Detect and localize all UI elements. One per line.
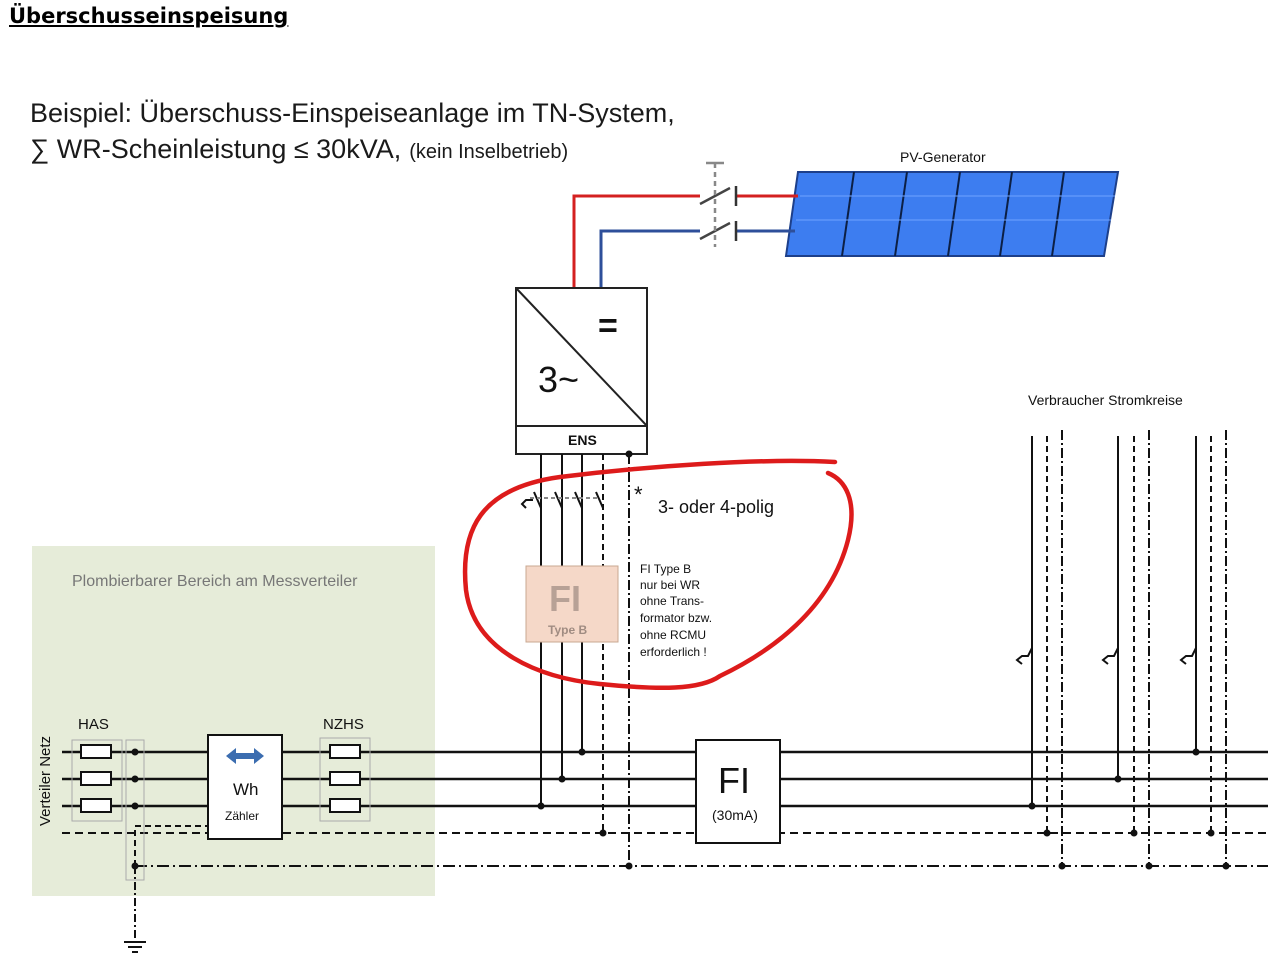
consumer-label: Verbraucher Stromkreise (1028, 392, 1183, 408)
has-label: HAS (78, 716, 109, 733)
inverter (515, 287, 648, 455)
fi-note-line: formator bzw. (640, 611, 712, 625)
fi-note-line: nur bei WR (640, 578, 700, 592)
dc-isolator-switch (699, 161, 738, 247)
inverter-output-conductors (540, 454, 630, 866)
pv-generator (784, 171, 1120, 257)
meter-area-label: Plombierbarer Bereich am Messverteiler (72, 573, 358, 590)
poles-note-star: * (634, 482, 643, 507)
dc-negative-cable (599, 229, 700, 288)
ens-label: ENS (568, 432, 597, 448)
earthing (124, 825, 208, 953)
consumer-connection-dots (1028, 748, 1230, 870)
fi-note: FI Type B nur bei WR ohne Trans- formato… (640, 562, 715, 659)
nzhs-fuses (319, 737, 371, 822)
fi-main-box (695, 739, 781, 844)
consumer-circuits (1015, 430, 1227, 866)
poles-note: 3- oder 4-polig (658, 497, 774, 517)
example-line-2: ∑ WR-Scheinleistung ≤ 30kVA, (kein Inselb… (30, 134, 568, 164)
example-line-1: Beispiel: Überschuss-Einspeiseanlage im … (30, 98, 675, 128)
inverter-dc-symbol: = (598, 307, 618, 345)
inverter-ac-symbol: 3~ (538, 359, 579, 400)
example-line-2-main: ∑ WR-Scheinleistung ≤ 30kVA, (30, 134, 401, 164)
fi-type-b-label: FI (549, 578, 581, 619)
ac-breaker (520, 491, 604, 509)
meter-box (207, 734, 283, 840)
example-line-2-note: (kein Inselbetrieb) (409, 141, 568, 163)
grid-label: Verteiler Netz (37, 736, 54, 826)
meter-unit: Wh (233, 780, 259, 799)
fi-note-line: ohne RCMU (640, 628, 706, 642)
has-fuses (71, 739, 145, 881)
nzhs-label: NZHS (323, 716, 364, 733)
inverter-connection-dots (537, 748, 633, 870)
fi-main-rating: (30mA) (712, 807, 758, 823)
fi-type-b-box (525, 565, 619, 643)
meter-arrow-icon (226, 748, 264, 764)
fi-type-b-type: Type B (548, 623, 587, 637)
dc-positive-cable (572, 194, 700, 288)
fi-note-line: ohne Trans- (640, 594, 704, 608)
meter-label: Zähler (225, 809, 259, 823)
fi-main-label: FI (718, 760, 750, 801)
fi-note-line: FI Type B (640, 562, 691, 576)
pv-generator-label: PV-Generator (900, 149, 986, 165)
highlight-circle (462, 458, 854, 691)
page-title: Überschusseinspeisung (9, 4, 289, 28)
fi-note-line: erforderlich ! (640, 645, 707, 659)
